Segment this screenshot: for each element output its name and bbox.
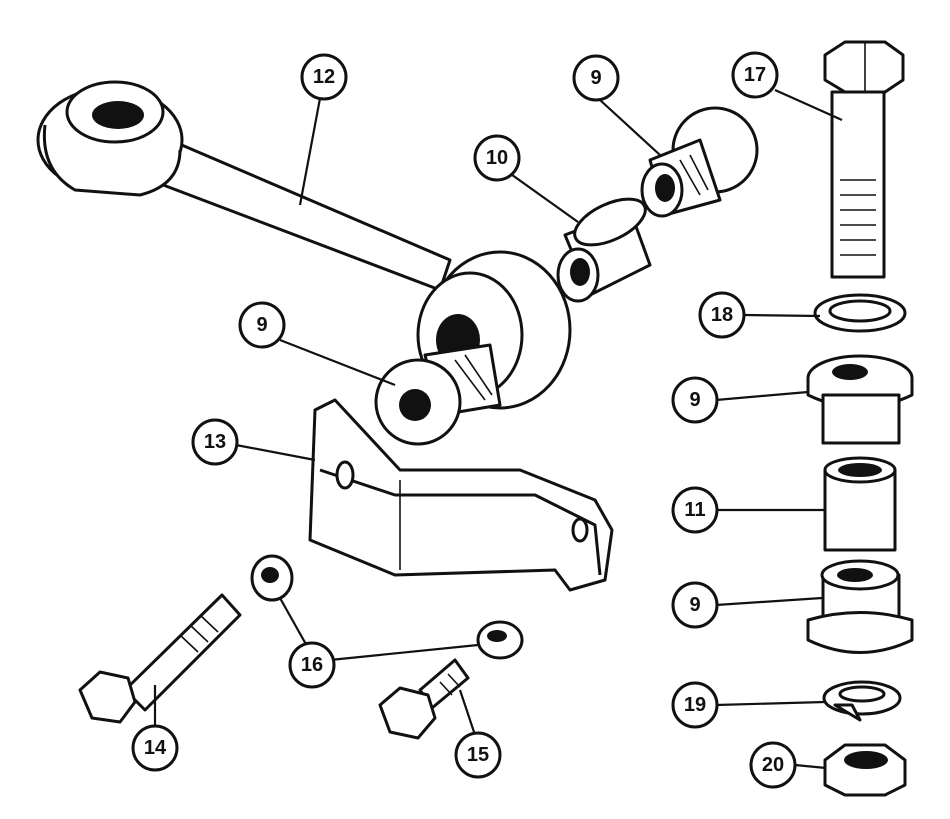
long-bolt — [823, 40, 905, 279]
spacer-sleeve — [556, 197, 652, 303]
callout-9-right-upper: 9 — [671, 376, 719, 424]
callout-10: 10 — [473, 134, 521, 182]
flanged-bush-top — [640, 106, 759, 218]
callout-label: 20 — [762, 754, 784, 776]
callout-17: 17 — [731, 51, 779, 99]
callout-label: 11 — [684, 499, 705, 521]
flanged-bush-left — [374, 343, 502, 446]
flanged-bush-right-lower — [806, 559, 914, 654]
callout-label: 9 — [689, 389, 700, 411]
nut — [823, 743, 907, 797]
callout-label: 19 — [684, 694, 706, 716]
callout-14: 14 — [131, 724, 179, 772]
spring-washers — [250, 554, 524, 660]
callout-15: 15 — [454, 731, 502, 779]
callout-20: 20 — [749, 741, 797, 789]
callout-label: 9 — [689, 594, 700, 616]
leader-lines — [153, 76, 843, 770]
callout-label: 14 — [144, 737, 167, 759]
flanged-bush-right-upper — [806, 354, 914, 445]
callout-16: 16 — [288, 641, 336, 689]
callout-label: 17 — [744, 64, 766, 86]
mounting-bracket — [308, 398, 614, 592]
callout-label: 12 — [313, 66, 335, 88]
callout-9-top: 9 — [572, 54, 620, 102]
plain-washer — [813, 293, 907, 333]
callout-11: 11 — [671, 486, 719, 534]
callout-label: 18 — [711, 304, 733, 326]
callout-label: 16 — [301, 654, 323, 676]
callout-label: 13 — [204, 431, 226, 453]
callout-18: 18 — [698, 291, 746, 339]
sleeve — [823, 456, 897, 552]
callout-19: 19 — [671, 681, 719, 729]
callout-label: 9 — [256, 314, 267, 336]
bolt — [78, 593, 242, 724]
callout-9-right-lower: 9 — [671, 581, 719, 629]
callout-9-left: 9 — [238, 301, 286, 349]
callout-12: 12 — [300, 53, 348, 101]
callout-label: 15 — [467, 744, 489, 766]
callout-label: 9 — [590, 67, 601, 89]
callout-label: 10 — [486, 147, 508, 169]
short-bolt — [378, 658, 470, 740]
callout-13: 13 — [191, 418, 239, 466]
spring-washer — [822, 680, 902, 722]
